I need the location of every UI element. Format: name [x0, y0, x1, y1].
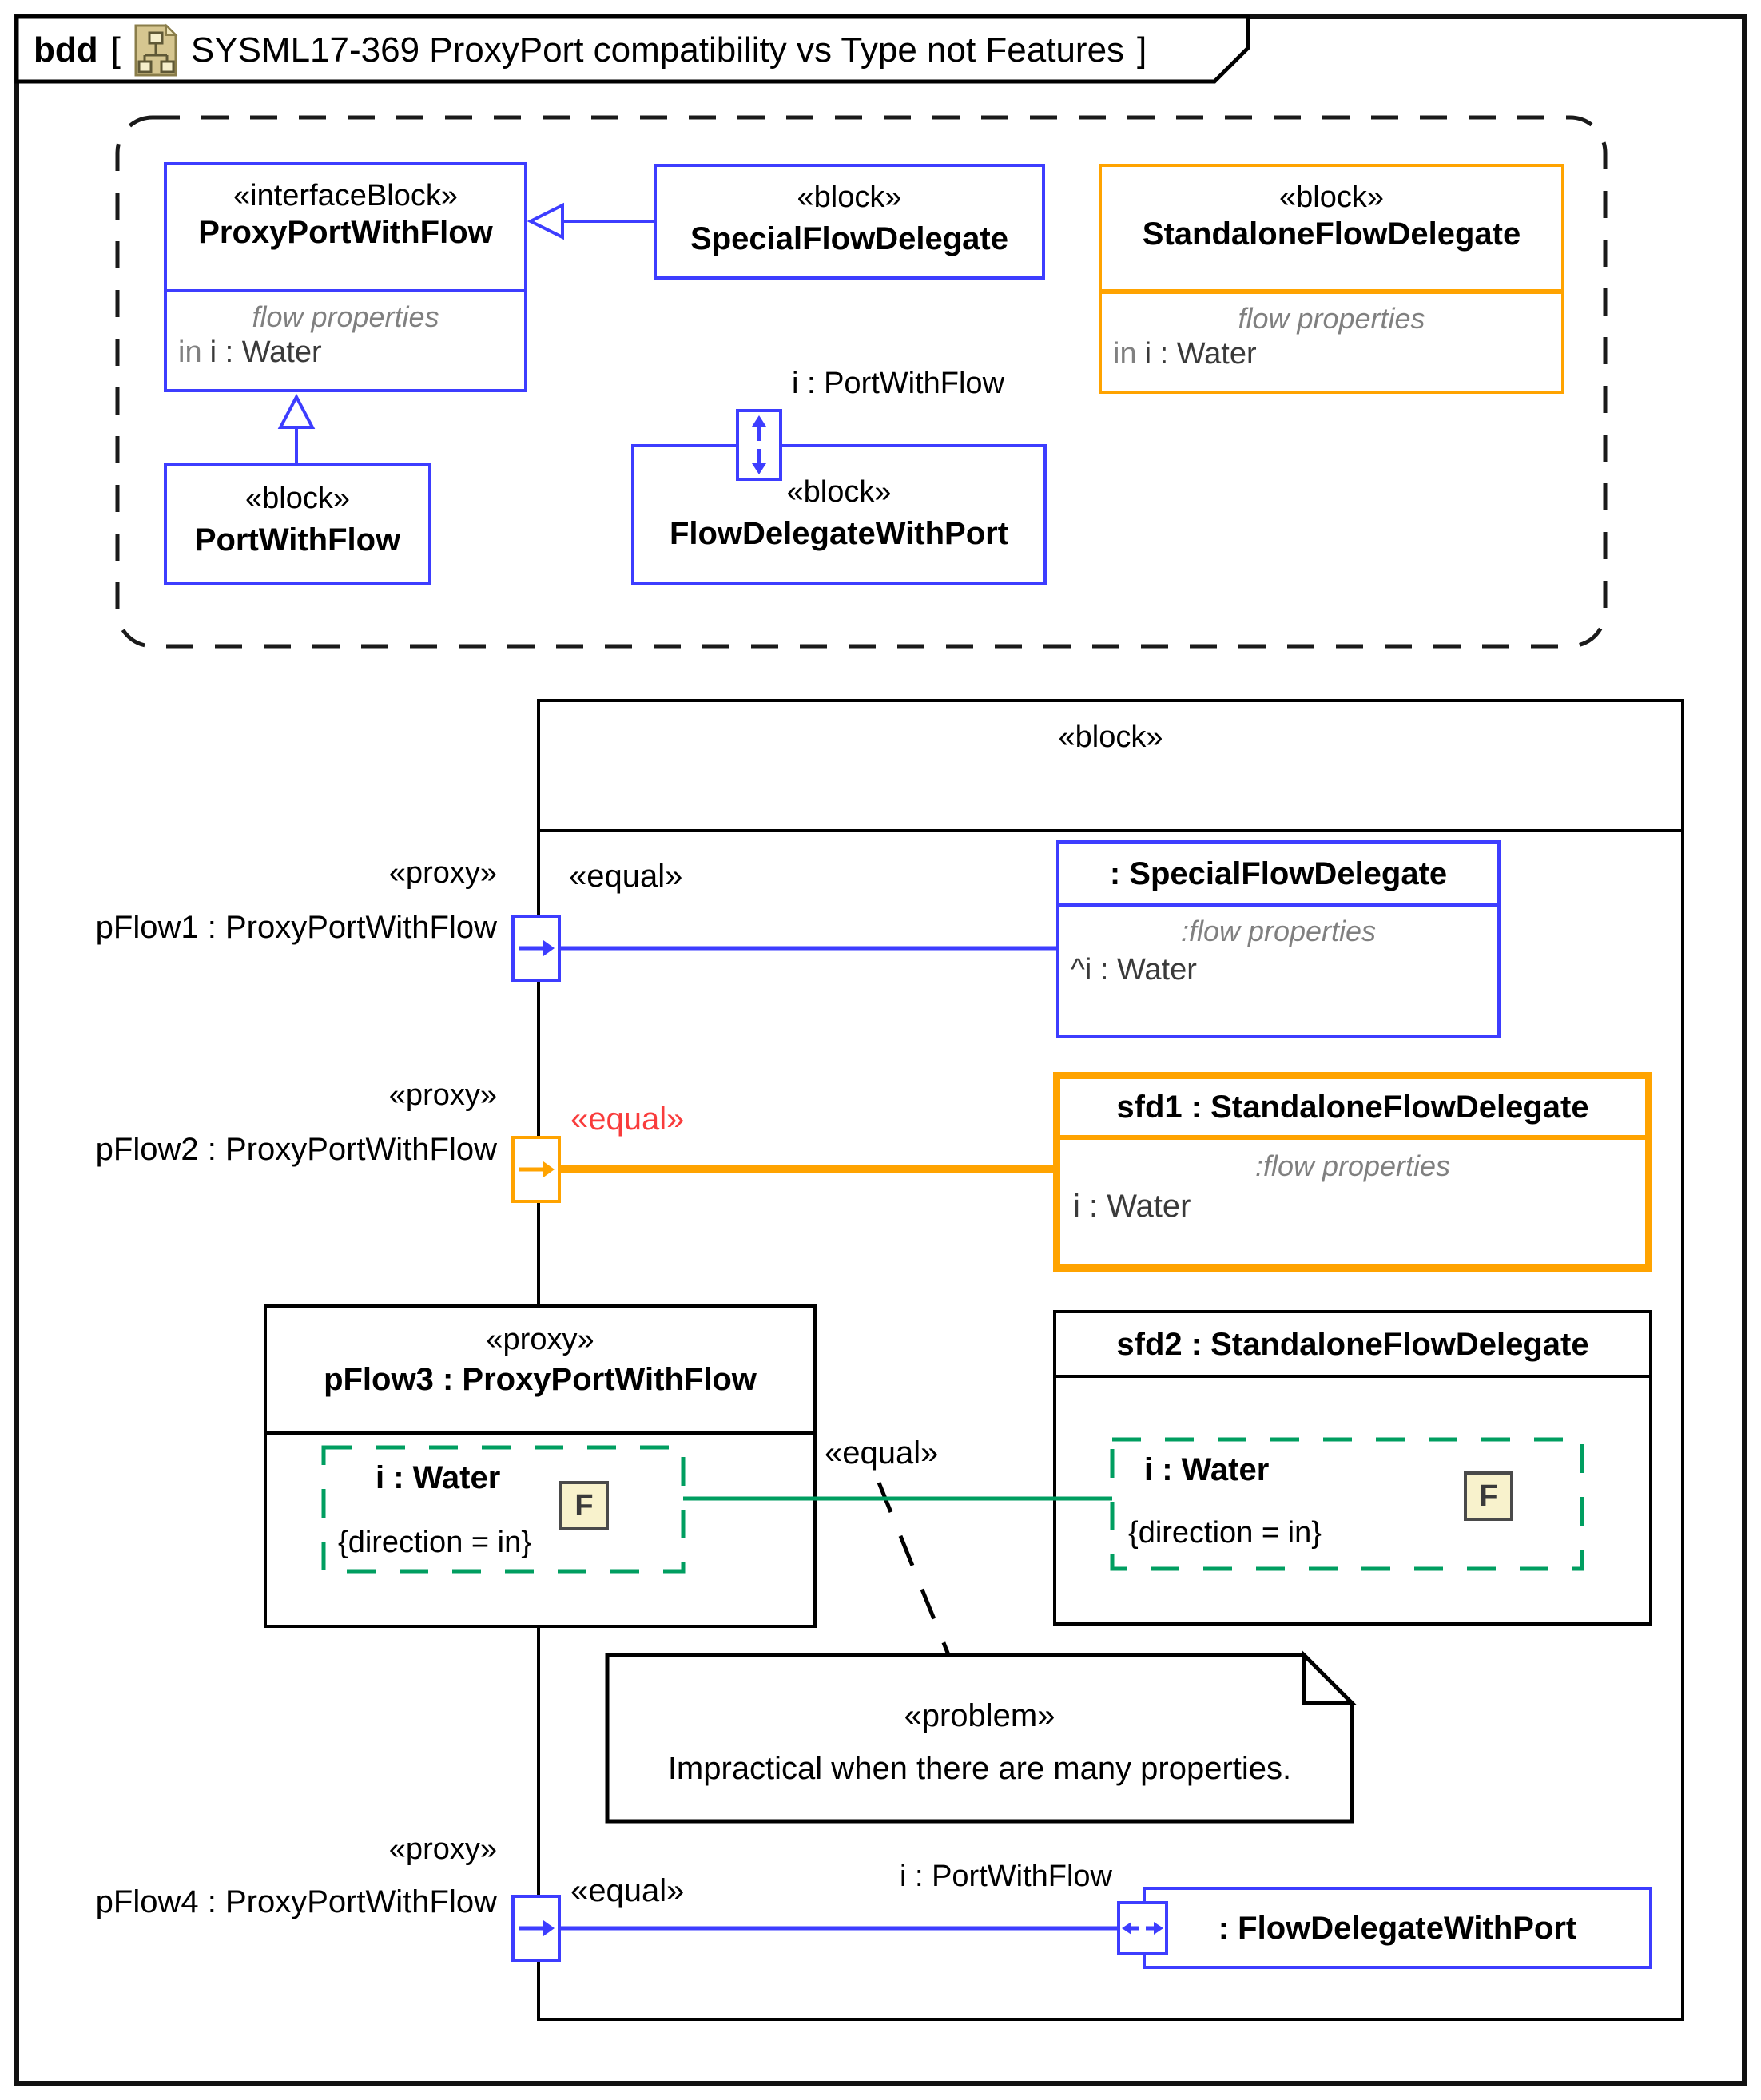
- pflow2-label[interactable]: pFlow2 : ProxyPortWithFlow: [95, 1132, 497, 1167]
- block-specialflowdelegate[interactable]: «block» SpecialFlowDelegate: [654, 164, 1045, 280]
- block-standaloneflowdelegate[interactable]: «block» StandaloneFlowDelegate flow prop…: [1099, 164, 1564, 394]
- block-portwithflow[interactable]: «block» PortWithFlow: [164, 463, 431, 585]
- pflow3-constraint: {direction = in}: [338, 1526, 531, 1559]
- flow-direction: in: [178, 335, 202, 369]
- flow-direction: in: [1113, 337, 1137, 371]
- stereotype-label: «block»: [1058, 721, 1163, 754]
- flow-property-text: i : Water: [1144, 337, 1257, 371]
- part-sfd1[interactable]: sfd1 : StandaloneFlowDelegate :flow prop…: [1053, 1072, 1652, 1272]
- part-name: sfd1 : StandaloneFlowDelegate: [1116, 1090, 1589, 1125]
- frame-tab-header: bdd [ SYSML17-369 ProxyPort compatibilit…: [34, 23, 1147, 77]
- flow-port-bidirectional-icon[interactable]: [736, 409, 782, 481]
- stereotype-label: «proxy»: [486, 1323, 594, 1356]
- flow-property-badge: F: [1464, 1471, 1513, 1521]
- bdd-diagram-icon: [134, 23, 178, 77]
- tab-open-bracket: [: [110, 30, 121, 69]
- compartment-label: flow properties: [1238, 302, 1425, 335]
- right-arrow-icon: [519, 1161, 555, 1177]
- part-name: : SpecialFlowDelegate: [1109, 855, 1448, 891]
- block-name: StandaloneFlowDelegate: [1142, 216, 1521, 252]
- part-specialflowdelegate[interactable]: : SpecialFlowDelegate :flow properties ^…: [1056, 840, 1501, 1038]
- compartment-label: :flow properties: [1180, 915, 1377, 947]
- pflow1-label[interactable]: pFlow1 : ProxyPortWithFlow: [95, 910, 497, 945]
- stereotype-label: «block»: [786, 475, 892, 509]
- sfd2-flow-property[interactable]: i : Water: [1144, 1452, 1270, 1487]
- flow-property-badge: F: [559, 1481, 609, 1530]
- pflow2-stereotype: «proxy»: [388, 1078, 497, 1112]
- pflow4-stereotype: «proxy»: [388, 1832, 497, 1866]
- pflow4-label[interactable]: pFlow4 : ProxyPortWithFlow: [95, 1884, 497, 1919]
- pflow4-port[interactable]: [511, 1895, 561, 1962]
- updown-arrows-icon: [752, 415, 766, 474]
- part-name: : FlowDelegateWithPort: [1218, 1910, 1577, 1946]
- diagram-title: SYSML17-369 ProxyPort compatibility vs T…: [190, 30, 1125, 69]
- compartment-label: flow properties: [252, 300, 439, 333]
- block-name: SpecialFlowDelegate: [690, 221, 1008, 256]
- part-name: pFlow3 : ProxyPortWithFlow: [324, 1362, 757, 1397]
- stereotype-label: «block»: [245, 482, 350, 515]
- pflow1-equal-label: «equal»: [569, 859, 683, 894]
- block-name: PortWithFlow: [194, 522, 401, 558]
- note-text: Impractical when there are many properti…: [667, 1751, 1292, 1786]
- pflow3-flow-property[interactable]: i : Water: [376, 1460, 501, 1495]
- note-stereotype: «problem»: [904, 1698, 1055, 1733]
- stereotype-label: «interfaceBlock»: [233, 179, 458, 212]
- flow-property: ^i : Water: [1071, 953, 1197, 986]
- pflow1-port[interactable]: [511, 915, 561, 982]
- pflow1-stereotype: «proxy»: [388, 856, 497, 890]
- block-proxyportwithflow[interactable]: «interfaceBlock» ProxyPortWithFlow flow …: [164, 162, 527, 392]
- port-type-label: i : PortWithFlow: [791, 367, 1005, 400]
- block-name: ProxyPortWithFlow: [198, 215, 493, 250]
- pflow4-port-type-label: i : PortWithFlow: [899, 1860, 1112, 1893]
- tab-close-bracket: ]: [1137, 30, 1147, 69]
- part-flowdelegatewithport[interactable]: : FlowDelegateWithPort: [1143, 1887, 1652, 1969]
- right-arrow-icon: [519, 1920, 555, 1936]
- flow-property-text: i : Water: [209, 335, 322, 369]
- leftright-arrows-icon: [1122, 1922, 1163, 1935]
- pflow2-equal-label: «equal»: [570, 1102, 685, 1137]
- right-arrow-icon: [519, 940, 555, 956]
- part-name: sfd2 : StandaloneFlowDelegate: [1116, 1326, 1589, 1362]
- pflow2-port[interactable]: [511, 1136, 561, 1203]
- flow-property: i : Water: [1073, 1189, 1191, 1224]
- sfd2-constraint: {direction = in}: [1128, 1516, 1322, 1550]
- part-pflow3[interactable]: «proxy» pFlow3 : ProxyPortWithFlow: [264, 1304, 817, 1628]
- stereotype-label: «block»: [797, 181, 902, 214]
- compartment-label: :flow properties: [1254, 1149, 1451, 1182]
- block-flowdelegatewithport[interactable]: «block» FlowDelegateWithPort: [631, 444, 1047, 585]
- part-sfd2[interactable]: sfd2 : StandaloneFlowDelegate: [1053, 1310, 1652, 1626]
- stereotype-label: «block»: [1279, 181, 1384, 214]
- fdwp-part-port[interactable]: [1117, 1901, 1168, 1955]
- pflow3-equal-label: «equal»: [825, 1435, 939, 1471]
- pflow4-equal-label: «equal»: [570, 1873, 685, 1908]
- diagram-kind-label: bdd: [34, 30, 98, 69]
- block-name: FlowDelegateWithPort: [669, 516, 1009, 551]
